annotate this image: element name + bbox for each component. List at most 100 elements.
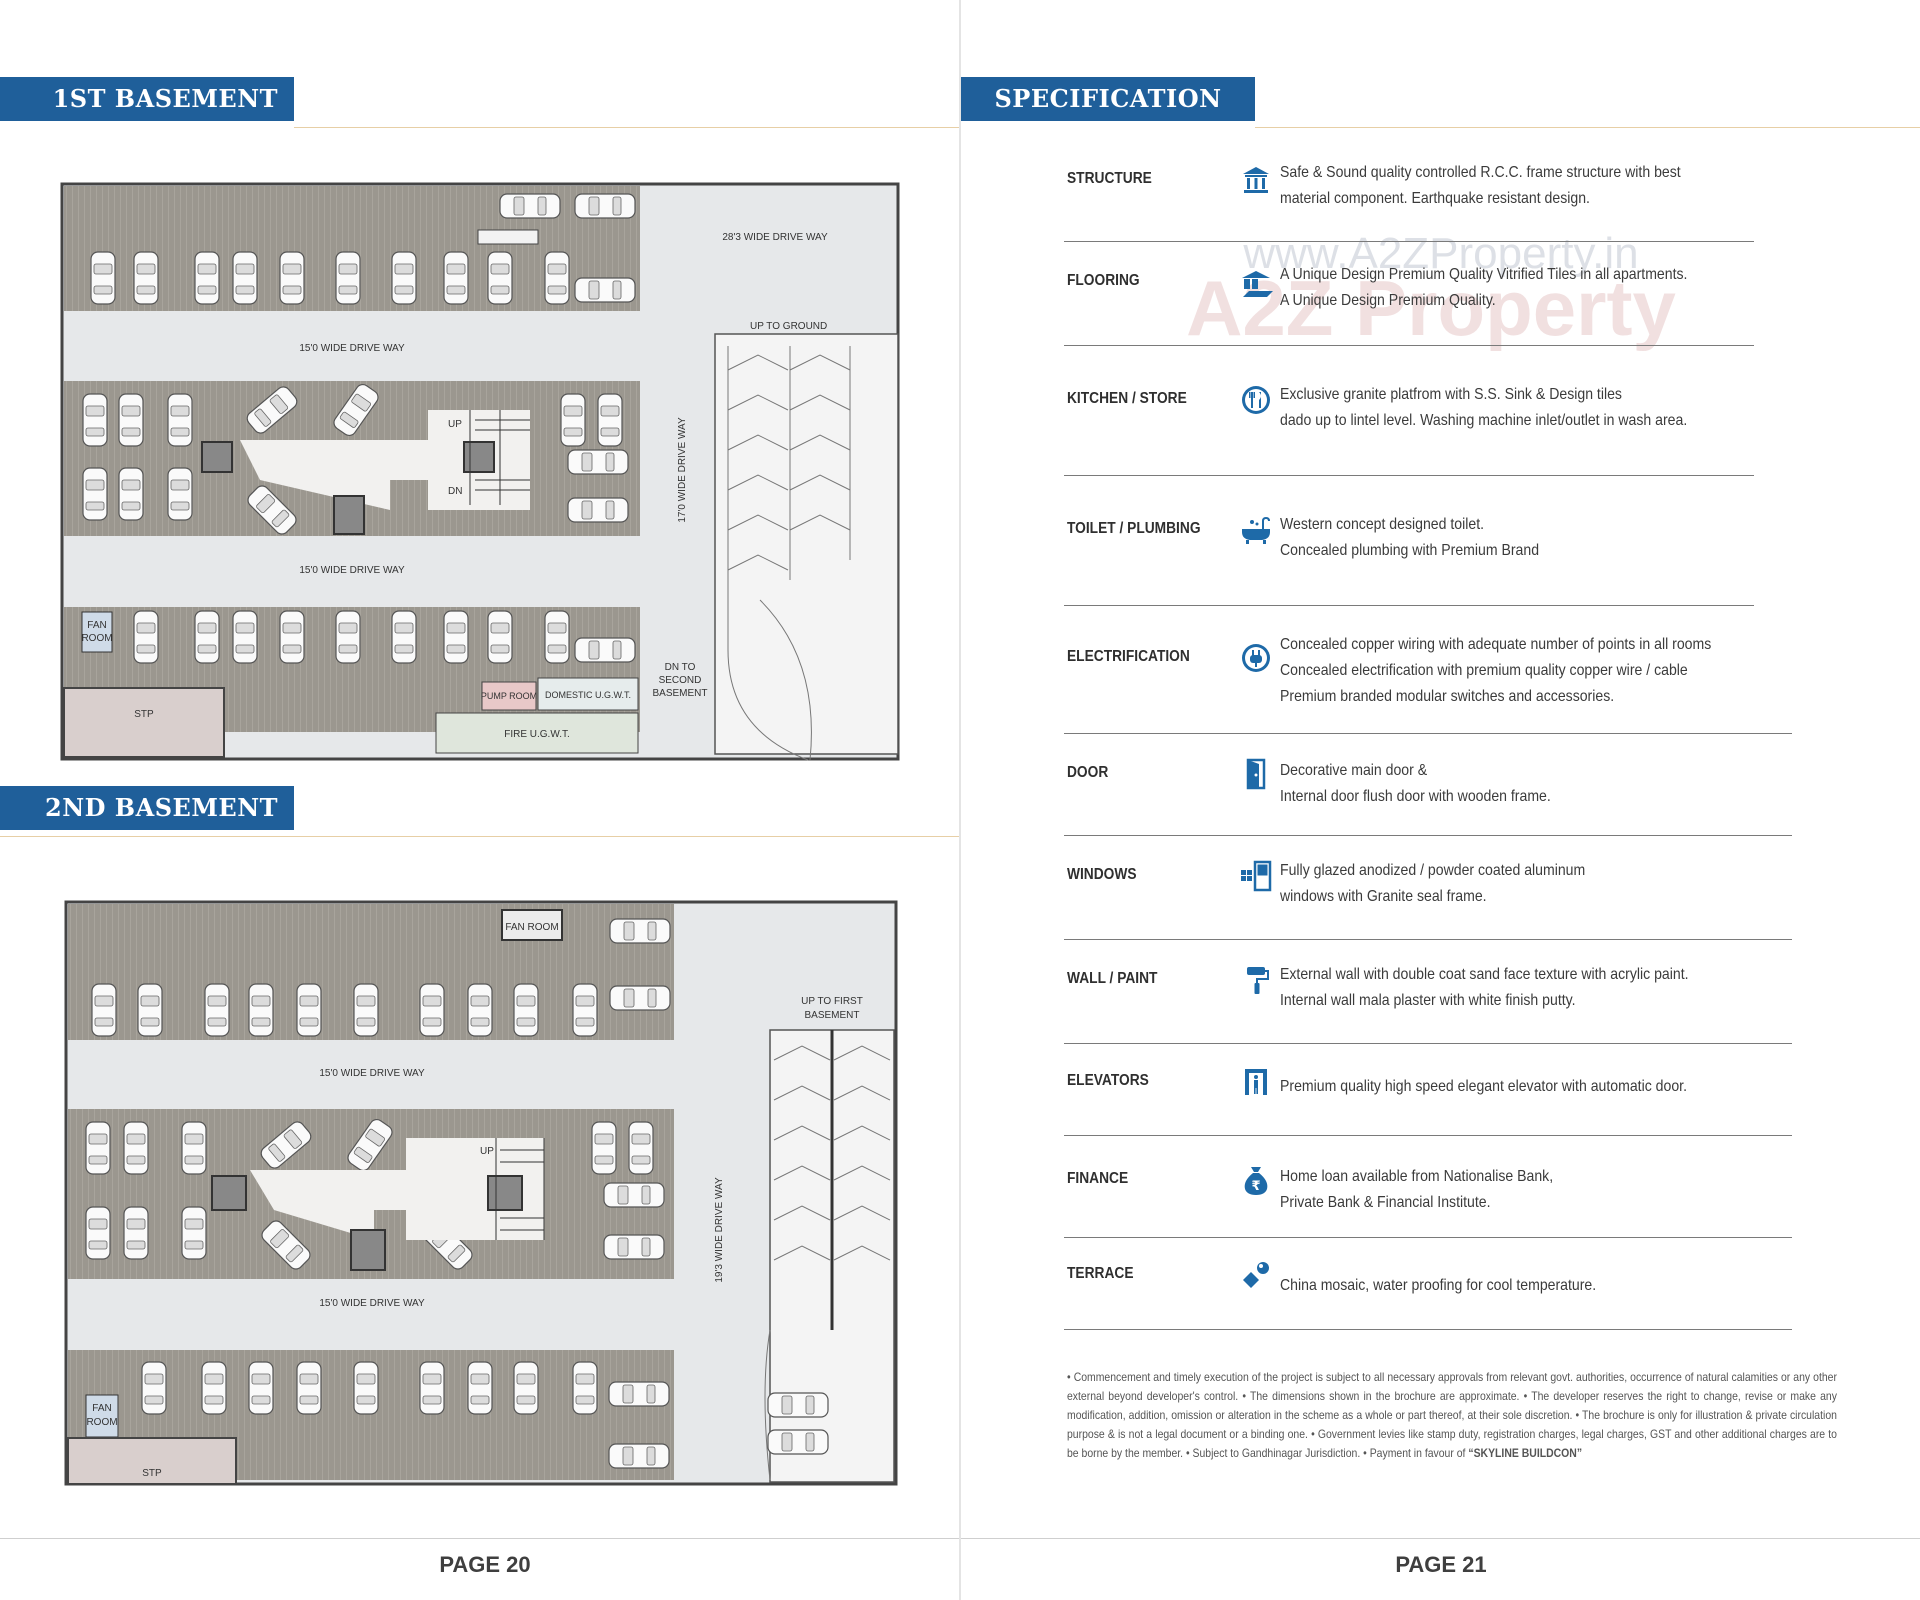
b2-stair-up-label: UP (480, 1146, 494, 1157)
spec-description-line: Fully glazed anodized / powder coated al… (1280, 862, 1586, 879)
spec-description-line: A Unique Design Premium Quality Vitrifie… (1280, 266, 1688, 283)
spec-label: ELECTRIFICATION (1067, 648, 1190, 665)
spec-label: WINDOWS (1067, 866, 1137, 883)
spec-label: TERRACE (1067, 1265, 1134, 1282)
spec-label: ELEVATORS (1067, 1072, 1149, 1089)
spec-divider (1064, 939, 1792, 940)
spec-description-line: Exclusive granite platfrom with S.S. Sin… (1280, 386, 1622, 403)
fire-ugwt-label: FIRE U.G.W.T. (504, 729, 570, 740)
spec-divider (1064, 835, 1792, 836)
pump-room-label: PUMP ROOM (481, 691, 537, 701)
spec-description-line: Home loan available from Nationalise Ban… (1280, 1168, 1554, 1185)
b2-drive-vertical-label: 19'3 WIDE DRIVE WAY (714, 1177, 725, 1283)
spec-row-toilet-plumbing: TOILET / PLUMBING Western concept designe… (1064, 476, 1754, 606)
fan-room-label-2: ROOM (81, 633, 112, 644)
window-icon (1239, 859, 1273, 893)
up-to-ground-label: UP TO GROUND (750, 321, 827, 332)
banner-2nd-basement: 2ND BASEMENT (0, 786, 294, 830)
banner-1st-basement-title: 1ST BASEMENT (52, 84, 278, 113)
spec-divider (1064, 1135, 1792, 1136)
spec-row-electrification: ELECTRIFICATION Concealed copper wiring w… (1064, 606, 1792, 734)
spec-label: DOOR (1067, 764, 1109, 781)
spec-label: TOILET / PLUMBING (1067, 520, 1201, 537)
spec-row-wall-paint: WALL / PAINT External wall with double co… (1064, 940, 1792, 1044)
first-basement-plan: UP DN FAN ROOM STP PUMP ROOM DOMESTIC U.… (60, 182, 900, 761)
spec-description: Exclusive granite platfrom with S.S. Sin… (1280, 382, 1773, 434)
bathtub-icon (1239, 513, 1273, 547)
section-rule (0, 836, 959, 837)
left-bottom-rule (0, 1538, 959, 1539)
spec-description: China mosaic, water proofing for cool te… (1280, 1273, 1773, 1299)
door-icon (1239, 757, 1273, 791)
b2-drive-top-label: 15'0 WIDE DRIVE WAY (319, 1068, 425, 1079)
spec-description: Fully glazed anodized / powder coated al… (1280, 858, 1773, 910)
page-gutter (959, 0, 961, 1600)
up-to-first-label-2: BASEMENT (804, 1010, 859, 1021)
spec-description-line: Private Bank & Financial Institute. (1280, 1194, 1491, 1211)
spec-description: A Unique Design Premium Quality Vitrifie… (1280, 262, 1773, 314)
spec-description-line: External wall with double coat sand face… (1280, 966, 1689, 983)
spec-description-line: China mosaic, water proofing for cool te… (1280, 1277, 1597, 1294)
spec-description: Home loan available from Nationalise Ban… (1280, 1164, 1773, 1216)
b2-parking-row-top: FAN ROOM (91, 909, 671, 1037)
plug-icon (1239, 641, 1273, 675)
page-number-right: PAGE 21 (1395, 1552, 1487, 1577)
b2-fan-room-left-label-1: FAN (92, 1403, 111, 1414)
spec-divider (1064, 241, 1754, 242)
spec-description-line: material component. Earthquake resistant… (1280, 190, 1590, 207)
parking-block-middle: UP DN (82, 381, 629, 538)
paint-roller-icon (1239, 963, 1273, 997)
parking-row-top (90, 193, 636, 305)
fork-knife-icon (1239, 383, 1273, 417)
spec-divider (1064, 733, 1792, 734)
stp-label: STP (134, 709, 154, 720)
spec-description-line: Internal wall mala plaster with white fi… (1280, 992, 1576, 1009)
spec-description-line: Decorative main door & (1280, 762, 1428, 779)
spec-description-line: Concealed plumbing with Premium Brand (1280, 542, 1540, 559)
spec-label: FINANCE (1067, 1170, 1129, 1187)
spec-description-line: windows with Granite seal frame. (1280, 888, 1487, 905)
disclaimer-company: “SKYLINE BUILDCON” (1468, 1446, 1583, 1460)
spec-description: Western concept designed toilet. Conceale… (1280, 512, 1773, 564)
spec-description-line: Premium quality high speed elegant eleva… (1280, 1078, 1687, 1095)
spec-label: STRUCTURE (1067, 170, 1152, 187)
banner-2nd-basement-title: 2ND BASEMENT (45, 793, 278, 822)
spec-description-line: Concealed electrification with premium q… (1280, 662, 1688, 679)
terrace-tile-icon (1239, 1258, 1273, 1292)
spec-divider (1064, 1043, 1792, 1044)
spec-row-windows: WINDOWS Fully glazed anodized / powder co… (1064, 836, 1792, 940)
spec-description-line: A Unique Design Premium Quality. (1280, 292, 1496, 309)
b2-drive-bottom-label: 15'0 WIDE DRIVE WAY (319, 1298, 425, 1309)
spec-description-line: Concealed copper wiring with adequate nu… (1280, 636, 1712, 653)
header-rule (294, 127, 959, 128)
b2-fan-room-left-label-2: ROOM (86, 1417, 117, 1428)
b2-stp-label: STP (142, 1468, 162, 1479)
elevator-icon (1239, 1065, 1273, 1099)
drive-middle-label: 15'0 WIDE DRIVE WAY (299, 565, 405, 576)
domestic-ugwt-label: DOMESTIC U.G.W.T. (545, 690, 631, 700)
spec-divider (1064, 1237, 1792, 1238)
spec-description-line: Western concept designed toilet. (1280, 516, 1485, 533)
tiles-icon (1239, 265, 1273, 299)
spec-divider (1064, 605, 1754, 606)
spec-row-finance: FINANCE ₹ Home loan available from Nationa… (1064, 1136, 1792, 1238)
spec-description: Premium quality high speed elegant eleva… (1280, 1074, 1773, 1100)
left-page: 1ST BASEMENT (0, 0, 959, 1600)
drive-right-top-label: 28'3 WIDE DRIVE WAY (722, 232, 828, 243)
right-header-rule (1255, 127, 1920, 128)
rupee-bag-icon: ₹ (1239, 1163, 1273, 1197)
page-number-left: PAGE 20 (439, 1552, 531, 1577)
spec-label: FLOORING (1067, 272, 1140, 289)
spec-description: Safe & Sound quality controlled R.C.C. f… (1280, 160, 1773, 212)
stair-dn-label: DN (448, 486, 462, 497)
spec-row-elevators: ELEVATORS Premium quality high speed eleg… (1064, 1044, 1792, 1136)
drive-vertical-label: 17'0 WIDE DRIVE WAY (677, 417, 688, 523)
disclaimer-text: • Commencement and timely execution of t… (1067, 1370, 1837, 1460)
drive-top-label: 15'0 WIDE DRIVE WAY (299, 343, 405, 354)
svg-text:₹: ₹ (1251, 1179, 1260, 1194)
spec-label: WALL / PAINT (1067, 970, 1158, 987)
b2-fan-room-top-label: FAN ROOM (505, 922, 558, 933)
